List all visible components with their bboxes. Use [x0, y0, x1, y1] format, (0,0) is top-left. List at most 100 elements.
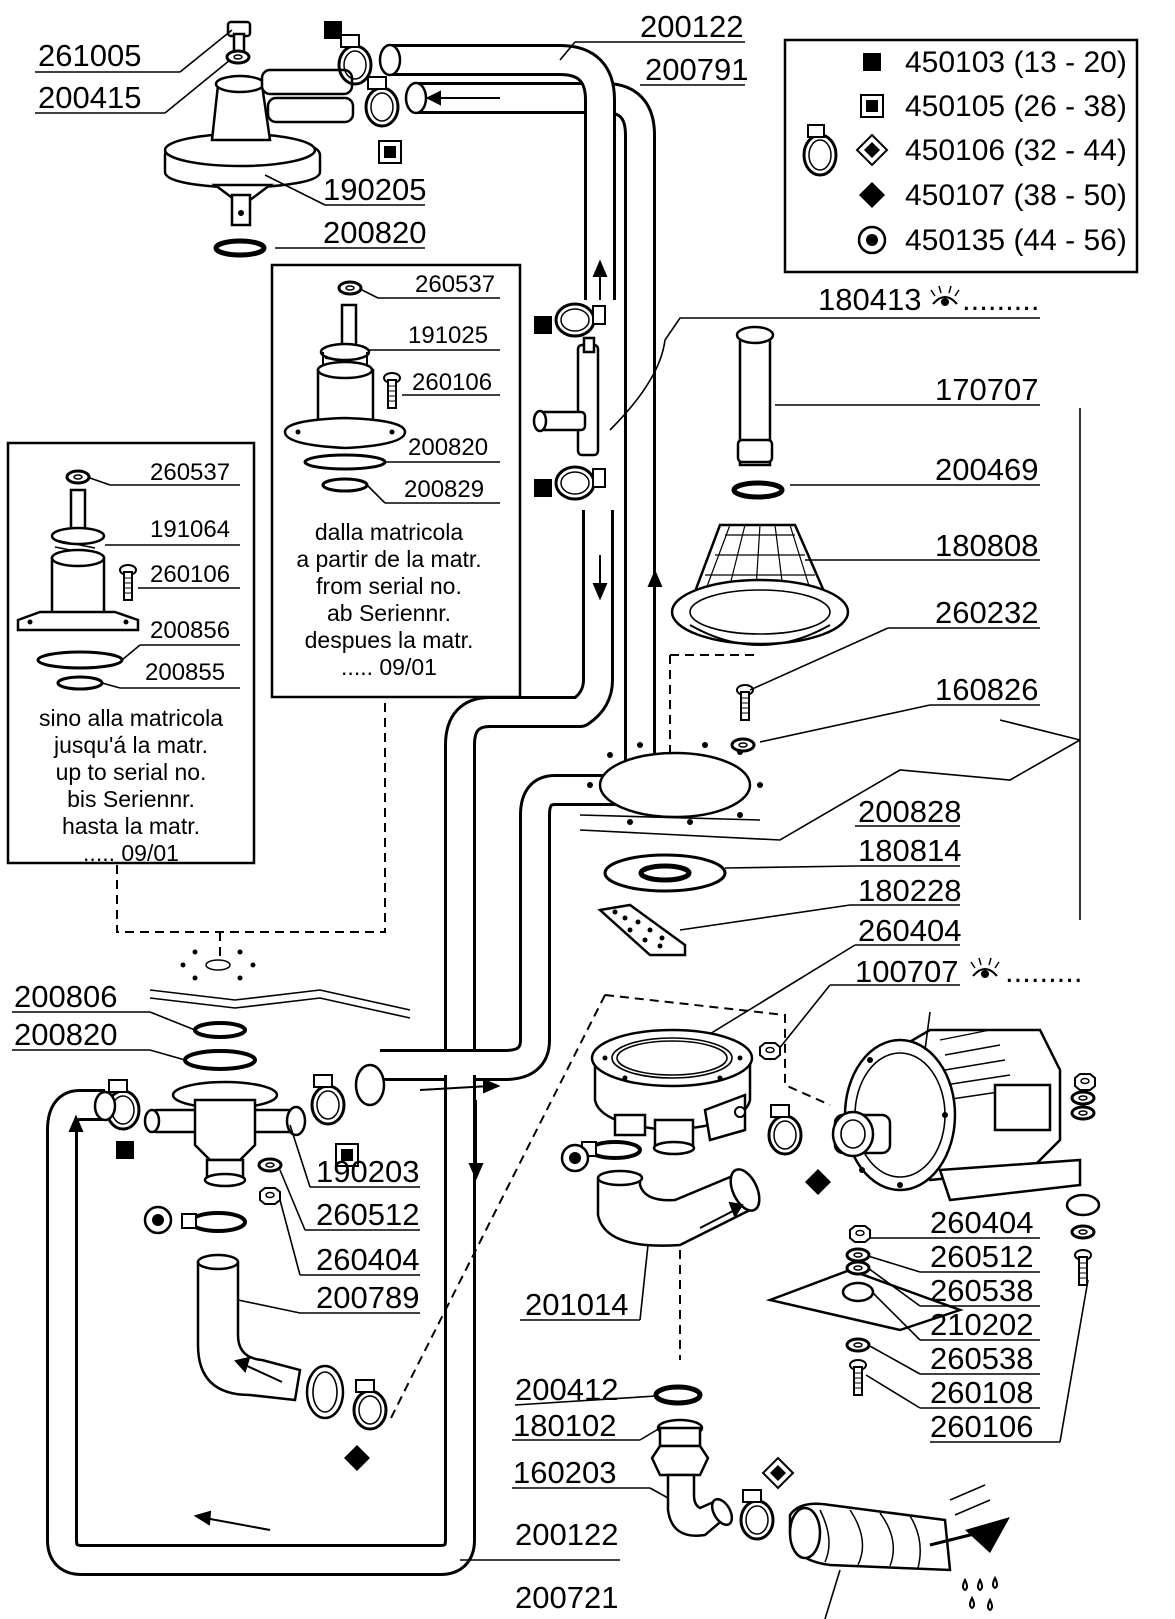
legend-entry: 450107 (38 - 50) — [905, 179, 1127, 212]
washer-160826 — [730, 737, 756, 753]
nut-260404 — [759, 1042, 781, 1060]
hose-upper-riser — [444, 510, 614, 1055]
hose-clamp — [554, 465, 607, 501]
inset-connector — [116, 697, 386, 933]
clamp-symbol-filled-square — [534, 316, 552, 334]
part-number: 200791 — [645, 52, 748, 87]
leader-lines — [679, 404, 1040, 1061]
part-number: 190203 — [316, 1154, 419, 1189]
serial-note-line: a partir de la matr. — [296, 546, 481, 572]
legend-entry: 450106 (32 - 44) — [905, 134, 1127, 167]
part-number: 260538 — [930, 1273, 1033, 1308]
part-number: 160203 — [513, 1455, 616, 1490]
serial-note-line: up to serial no. — [56, 759, 207, 785]
seal-200412 — [653, 1384, 703, 1406]
part-number: 261005 — [38, 38, 141, 73]
pipe-170707 — [735, 325, 775, 467]
part-number: 260404 — [316, 1242, 419, 1277]
part-number: 180814 — [858, 833, 961, 868]
part-number: 200789 — [316, 1280, 419, 1315]
part-number: 200820 — [408, 434, 488, 461]
hose-end-fittings — [93, 1063, 386, 1122]
flow-arrows — [699, 1201, 744, 1229]
part-number: 190205 — [323, 172, 426, 207]
gasket-180814 — [641, 866, 689, 880]
reference-dots: ......... — [1005, 954, 1083, 989]
hose-clamp — [554, 302, 607, 338]
bracket-line — [999, 408, 1081, 920]
serial-note-line: ..... 09/01 — [83, 840, 179, 866]
clamp-symbol-filled-diamond — [805, 1169, 831, 1195]
seal-200806 — [193, 1021, 247, 1039]
hose-clamp — [337, 33, 373, 86]
serial-note-line: ..... 09/01 — [341, 654, 437, 680]
washer-260512 — [257, 1157, 283, 1173]
part-number: 200820 — [323, 215, 426, 250]
part-number: 180413 — [818, 282, 921, 317]
hose-clamp — [767, 1103, 803, 1156]
legend-entry: 450105 (26 - 38) — [905, 90, 1127, 123]
elbow-hose-200789 — [196, 1253, 345, 1420]
part-number: 260537 — [415, 271, 495, 298]
part-number: 210202 — [930, 1307, 1033, 1342]
hose-200122-top — [390, 44, 616, 300]
hose-clamp — [352, 1378, 388, 1431]
hose-end-fittings — [378, 43, 428, 115]
pump-housing — [590, 1028, 754, 1156]
serial-note-line: ab Seriennr. — [327, 600, 451, 626]
part-number: 200806 — [14, 979, 117, 1014]
clamp-ring — [181, 1211, 247, 1233]
flow-arrows — [68, 90, 663, 1531]
part-number: 260106 — [412, 369, 492, 396]
alignment-line — [669, 654, 755, 760]
clamp-symbol-filled-square — [534, 479, 552, 497]
part-number: 200820 — [14, 1017, 117, 1052]
drain-elbow-160203 — [666, 1473, 734, 1537]
motor-mount-hardware — [1065, 1073, 1101, 1286]
motor-100707 — [831, 1028, 1082, 1202]
serial-note-line: despues la matr. — [305, 627, 474, 653]
valve-assembly-190205 — [163, 68, 355, 255]
tank-bottom-gasket — [579, 739, 1081, 841]
filter-plate-180228 — [597, 903, 687, 957]
eye-reference-icon — [970, 957, 1000, 979]
leader-lines — [865, 1011, 1089, 1443]
serial-note-line: dalla matricola — [315, 519, 463, 545]
clamp-symbol-ring-dot — [143, 1205, 173, 1235]
part-number: 100707 — [855, 954, 958, 989]
serial-note-line: from serial no. — [316, 573, 462, 599]
part-number: 200829 — [404, 476, 484, 503]
drain-hose-outlet — [788, 1484, 1010, 1612]
sump-190203 — [143, 1080, 307, 1188]
part-number: 200122 — [515, 1517, 618, 1552]
part-number: 200856 — [150, 617, 230, 644]
part-number: 260404 — [930, 1205, 1033, 1240]
t-fitting-180413 — [532, 336, 600, 457]
clamp-legend: 450103 (13 - 20) 450105 (26 - 38) 450106… — [783, 38, 1139, 274]
part-number: 191025 — [408, 322, 488, 349]
serial-note-line: hasta la matr. — [62, 813, 200, 839]
part-number: 260232 — [935, 595, 1038, 630]
hose-clamp — [310, 1073, 346, 1126]
nut-260404 — [259, 1187, 281, 1205]
part-number: 200828 — [858, 794, 961, 829]
part-number: 180808 — [935, 528, 1038, 563]
part-number: 180102 — [513, 1408, 616, 1443]
part-number: 260108 — [930, 1375, 1033, 1410]
leader-lines — [609, 317, 1040, 431]
part-number: 200855 — [145, 659, 225, 686]
serial-note-line: bis Seriennr. — [67, 786, 195, 812]
legend-entry: 450103 (13 - 20) — [905, 46, 1127, 79]
leader-lines — [460, 1395, 841, 1619]
elbow-hose-201014 — [596, 1168, 761, 1247]
mount-bracket-210202 — [765, 1225, 964, 1396]
eye-reference-icon — [930, 285, 960, 307]
reference-dots: ......... — [962, 282, 1040, 317]
part-number: 260538 — [930, 1341, 1033, 1376]
leader-lines — [520, 1244, 649, 1321]
clamp-symbol-ring-dot — [560, 1143, 590, 1173]
part-number: 191064 — [150, 516, 230, 543]
inset-up-to-serial: 260537 191064 260106 200856 200855 sino … — [6, 441, 256, 866]
alignment-line — [604, 994, 831, 1106]
